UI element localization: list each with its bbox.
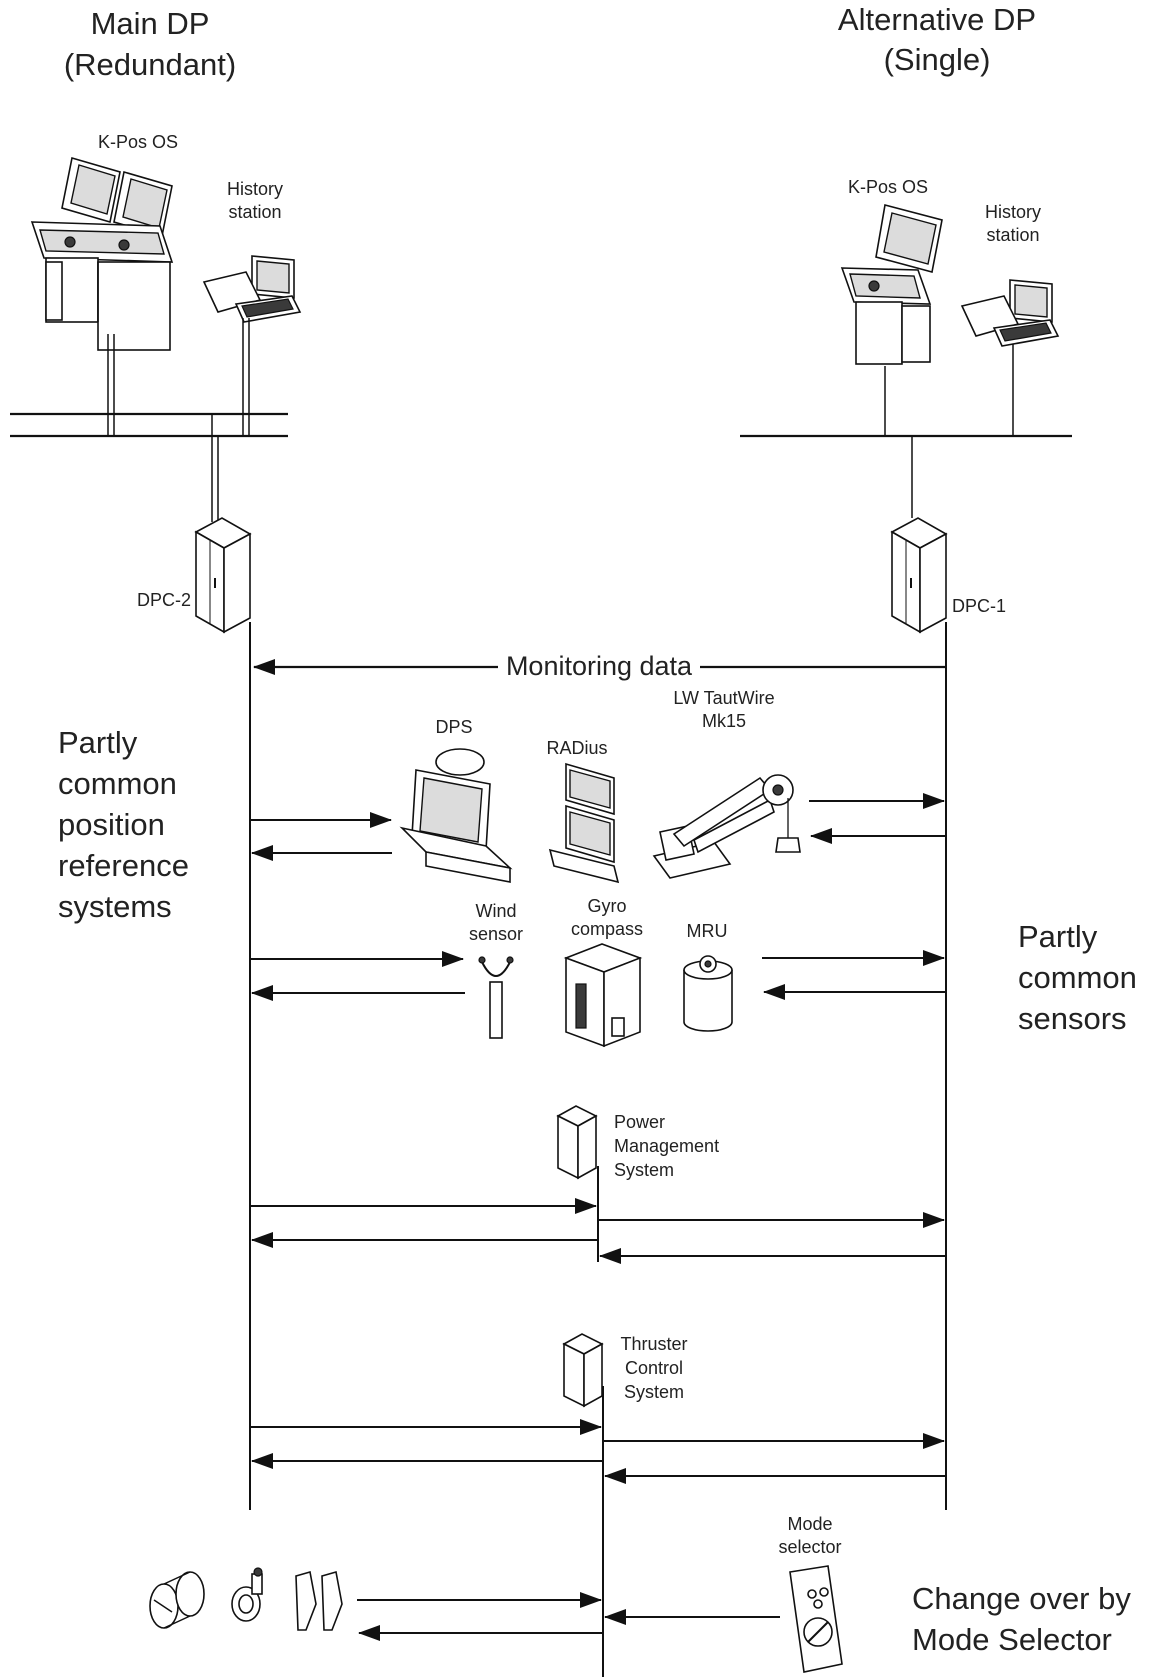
- tautwire-label-1: LW TautWire: [673, 688, 774, 708]
- left-group-line-2: common: [58, 766, 177, 801]
- pms-label-2: Management: [614, 1136, 719, 1156]
- main-dp-subtitle: (Redundant): [64, 47, 236, 82]
- mru-label: MRU: [687, 921, 728, 941]
- main-kpos-console-icon: [30, 156, 174, 351]
- sensor-arrows: [250, 950, 946, 1001]
- tcs-label-2: Control: [625, 1358, 683, 1378]
- alt-history-label-2: station: [986, 225, 1039, 245]
- main-history-label-1: History: [227, 179, 283, 199]
- radius-unit-icon: [548, 762, 620, 884]
- gyro-label-1: Gyro: [587, 896, 626, 916]
- position-reference-group-label: Partly common position reference systems: [58, 725, 189, 924]
- right-group-line-3: sensors: [1018, 1001, 1127, 1036]
- alt-history-station-icon: [960, 279, 1060, 347]
- mode-selector-label-2: selector: [778, 1537, 841, 1557]
- rudder-icons: [295, 1570, 343, 1631]
- main-dual-network-bus: [10, 412, 288, 522]
- alt-dp-title: Alternative DP: [838, 2, 1036, 37]
- tcs-label-3: System: [624, 1382, 684, 1402]
- gyro-compass-icon: [563, 943, 643, 1048]
- dps-unit-icon: [399, 748, 513, 883]
- main-dp-title: Main DP: [91, 6, 210, 41]
- left-group-line-5: systems: [58, 889, 172, 924]
- wind-sensor-label-2: sensor: [469, 924, 523, 944]
- mode-selector-label-1: Mode: [787, 1514, 832, 1534]
- monitoring-data-label: Monitoring data: [506, 651, 693, 681]
- dpc2-cabinet-icon: [194, 517, 252, 634]
- wind-sensor-label-1: Wind: [475, 901, 516, 921]
- main-history-label-2: station: [228, 202, 281, 222]
- change-over-line-2: Mode Selector: [912, 1622, 1112, 1657]
- dpc2-label: DPC-2: [137, 590, 191, 610]
- radius-label: RADius: [546, 738, 607, 758]
- pms-label-1: Power: [614, 1112, 665, 1132]
- monitoring-label-bg: [498, 650, 700, 682]
- pms-arrows: [250, 1198, 946, 1264]
- gyro-label-2: compass: [571, 919, 643, 939]
- change-over-line-1: Change over by: [912, 1581, 1131, 1616]
- tcs-arrows: [250, 1419, 946, 1484]
- tcs-cabinet-icon: [562, 1333, 604, 1408]
- main-station-links: [107, 318, 250, 436]
- mode-selector-arrows: [357, 1592, 780, 1641]
- alt-history-label-1: History: [985, 202, 1041, 222]
- right-group-line-1: Partly: [1018, 919, 1098, 954]
- dps-label: DPS: [435, 717, 472, 737]
- alt-network-bus: [740, 434, 1072, 518]
- mode-selector-icon: [789, 1565, 843, 1673]
- alt-dp-subtitle: (Single): [884, 42, 991, 77]
- pms-cabinet-icon: [556, 1105, 598, 1180]
- dpc1-label: DPC-1: [952, 596, 1006, 616]
- mru-icon: [683, 955, 733, 1032]
- left-group-line-4: reference: [58, 848, 189, 883]
- pms-label-3: System: [614, 1160, 674, 1180]
- azimuth-thruster-icon: [231, 1567, 263, 1622]
- right-group-line-2: common: [1018, 960, 1137, 995]
- alt-kpos-console-icon: [840, 204, 943, 365]
- sensor-group-label: Partly common sensors: [1018, 919, 1137, 1036]
- tunnel-thruster-icon: [149, 1571, 205, 1629]
- alt-kpos-label: K-Pos OS: [848, 177, 928, 197]
- tcs-label-1: Thruster: [620, 1334, 687, 1354]
- position-ref-arrows: [250, 793, 946, 861]
- wind-sensor-icon: [478, 956, 514, 1039]
- alt-station-links: [884, 344, 1014, 436]
- dpc1-cabinet-icon: [890, 517, 948, 634]
- tautwire-label-2: Mk15: [702, 711, 746, 731]
- left-group-line-1: Partly: [58, 725, 138, 760]
- left-group-line-3: position: [58, 807, 165, 842]
- main-kpos-label: K-Pos OS: [98, 132, 178, 152]
- main-history-station-icon: [202, 255, 302, 323]
- tautwire-unit-icon: [652, 774, 801, 879]
